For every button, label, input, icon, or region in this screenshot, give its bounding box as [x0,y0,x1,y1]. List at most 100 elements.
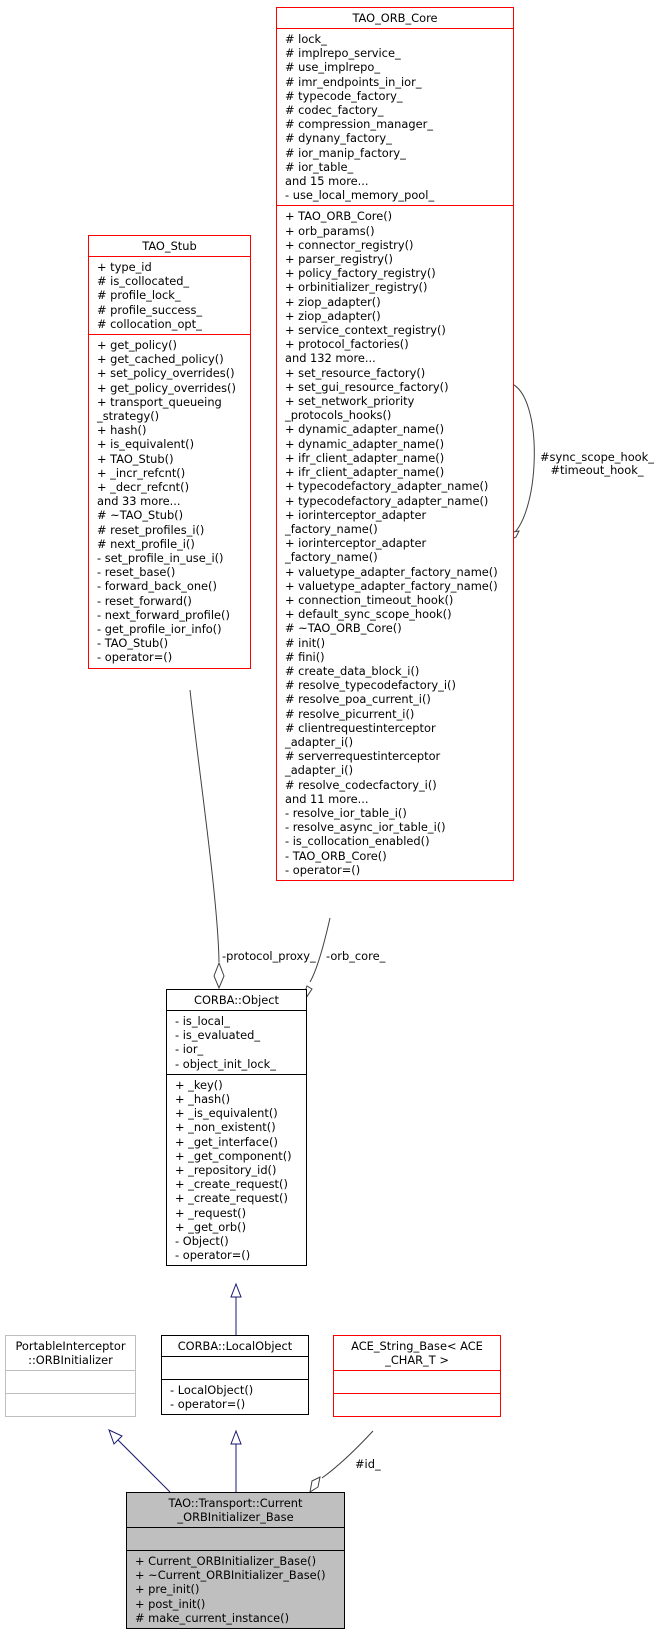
member-line: + is_equivalent() [97,437,195,452]
member-line: - TAO_Stub() [97,636,169,651]
member-line: + _create_request() [175,1191,288,1206]
member-line: + iorinterceptor_adapter [285,507,427,522]
class-tao-orb-core[interactable]: TAO_ORB_Core # lock_# implrepo_service_#… [276,7,514,881]
member-line: - operator=() [170,1397,246,1412]
member-line: # implrepo_service_ [285,46,401,61]
member-line: - get_profile_ior_info() [97,622,222,637]
member-line: # ~TAO_ORB_Core() [285,621,402,636]
member-line: # create_data_block_i() [285,663,420,678]
class-corba-localobject[interactable]: CORBA::LocalObject - LocalObject()- oper… [161,1335,309,1416]
id-edge [321,1430,374,1479]
member-line: - next_forward_profile() [97,607,230,622]
member-line: + hash() [97,423,147,438]
member-line: + _request() [175,1205,247,1220]
class-title: PortableInterceptor ::ORBInitializer [15,1339,126,1367]
methods-section [334,1393,500,1416]
member-line: + _key() [175,1077,223,1092]
member-line: + typecodefactory_adapter_name() [285,479,489,494]
current-inherits-orbinitializer-edge [117,1439,171,1493]
member-line: + set_policy_overrides() [97,366,235,381]
member-line: _adapter_i() [285,734,354,749]
class-current-orbinitializer-base[interactable]: TAO::Transport::Current _ORBInitializer_… [126,1492,345,1630]
member-line: # init() [285,635,326,650]
member-line: _protocols_hooks() [285,408,392,423]
member-line: + ziop_adapter() [285,308,381,323]
member-line: + policy_factory_registry() [285,266,436,281]
member-line: and 33 more... [97,494,181,509]
id-label: #id_ [355,1457,381,1471]
class-title: TAO::Transport::Current _ORBInitializer_… [168,1496,303,1524]
member-line: # typecode_factory_ [285,88,403,103]
member-line: + _create_request() [175,1177,288,1192]
member-line: - reset_forward() [97,593,192,608]
member-line: and 15 more... [285,174,369,189]
methods-section: - LocalObject()- operator=() [162,1379,308,1414]
member-line: # compression_manager_ [285,117,433,132]
methods-section [6,1393,135,1416]
member-line: - resolve_ior_table_i() [285,805,407,820]
methods-section: + TAO_ORB_Core()+ orb_params()+ connecto… [277,205,513,880]
member-line: + ziop_adapter() [285,294,381,309]
member-line: + service_context_registry() [285,323,446,338]
member-line: # fini() [285,649,325,664]
attributes-section [6,1370,135,1393]
class-orb-initializer[interactable]: PortableInterceptor ::ORBInitializer [5,1335,136,1417]
member-line: + valuetype_adapter_factory_name() [285,578,498,593]
member-line: # make_current_instance() [135,1610,290,1625]
member-line: and 11 more... [285,791,369,806]
member-line: # use_implrepo_ [285,60,381,75]
member-line: # is_collocated_ [97,274,190,289]
member-line: + _repository_id() [175,1163,277,1178]
class-tao-stub[interactable]: TAO_Stub + type_id# is_collocated_# prof… [88,235,251,669]
attributes-section: - is_local_- is_evaluated_- ior_- object… [167,1010,306,1074]
member-line: + set_resource_factory() [285,365,426,380]
member-line: + transport_queueing [97,394,222,409]
member-line: # collocation_opt_ [97,316,202,331]
id-diamond [309,1476,321,1494]
attributes-section: # lock_# implrepo_service_# use_implrepo… [277,28,513,205]
protocol-proxy-edge [189,689,220,963]
class-corba-object[interactable]: CORBA::Object - is_local_- is_evaluated_… [166,989,307,1267]
member-line: _factory_name() [285,550,378,565]
member-line: # resolve_poa_current_i() [285,692,431,707]
member-line: - operator=() [175,1248,251,1263]
member-line: # profile_lock_ [97,288,181,303]
member-line: + _is_equivalent() [175,1106,278,1121]
class-ace-string-base[interactable]: ACE_String_Base< ACE _CHAR_T > [333,1335,501,1417]
member-line: # reset_profiles_i() [97,522,205,537]
member-line: - resolve_async_ior_table_i() [285,820,446,835]
protocol-proxy-label: -protocol_proxy_ [222,949,316,963]
orb-core-label: -orb_core_ [326,949,386,963]
methods-section: + Current_ORBInitializer_Base()+ ~Curren… [127,1550,344,1628]
member-line: + _get_interface() [175,1134,278,1149]
orb-core-edge [309,917,331,983]
member-line: # clientrequestinterceptor [285,720,436,735]
class-title: TAO_Stub [142,239,197,253]
attributes-section [162,1356,308,1379]
member-line: _factory_name() [285,521,378,536]
member-line: - LocalObject() [170,1383,254,1397]
member-line: - operator=() [285,862,361,877]
member-line: # lock_ [285,32,327,46]
member-line: - is_collocation_enabled() [285,834,430,849]
member-line: # serverrequestinterceptor [285,749,441,764]
member-line: - use_local_memory_pool_ [285,188,435,203]
attributes-section [334,1370,500,1393]
member-line: + _decr_refcnt() [97,480,190,495]
member-line: - Object() [175,1234,229,1249]
member-line: + get_policy_overrides() [97,380,236,395]
member-line: # next_profile_i() [97,536,195,551]
member-line: + ifr_client_adapter_name() [285,450,445,465]
member-line: # dynany_factory_ [285,131,392,146]
sync-scope-hook-edge [508,382,535,538]
member-line: # profile_success_ [97,302,203,317]
member-line: + pre_init() [135,1582,200,1597]
member-line: + type_id [97,260,152,274]
member-line: + dynamic_adapter_name() [285,422,445,437]
member-line: # resolve_typecodefactory_i() [285,678,456,693]
member-line: - forward_back_one() [97,579,217,594]
member-line: + _hash() [175,1092,231,1107]
member-line: - TAO_ORB_Core() [285,848,387,863]
member-line: + connector_registry() [285,237,414,252]
